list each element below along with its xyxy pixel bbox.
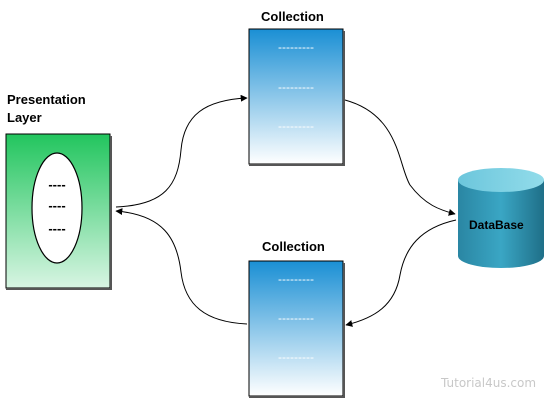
presentation-line-1: ----	[48, 177, 65, 192]
collection-bottom-line-3: ---------	[278, 350, 314, 364]
presentation-ellipse	[31, 152, 83, 264]
collection-box-bottom: --------- --------- ---------	[248, 260, 345, 398]
collection-bottom-line-1: ---------	[278, 272, 314, 286]
collection-top-line-3: ---------	[278, 119, 314, 133]
arrow-presentation-to-top-collection	[115, 94, 248, 208]
database-cylinder	[458, 168, 544, 268]
presentation-line-3: ----	[48, 221, 65, 236]
arrow-database-to-bottom-collection	[345, 219, 457, 327]
database-label: DataBase	[469, 218, 524, 232]
collection-top-line-2: ---------	[278, 80, 314, 94]
arrow-top-collection-to-database	[344, 99, 456, 216]
collection-bottom-line-2: ---------	[278, 311, 314, 325]
collection-bottom-title: Collection	[262, 239, 325, 254]
presentation-layer-title: Presentation Layer	[7, 91, 86, 127]
collection-box-top: --------- --------- ---------	[248, 28, 345, 166]
arrow-bottom-collection-to-presentation	[115, 208, 248, 325]
presentation-title-line-1: Presentation	[7, 92, 86, 107]
watermark: Tutorial4us.com	[441, 376, 537, 390]
presentation-title-line-2: Layer	[7, 110, 42, 125]
collection-top-line-1: ---------	[278, 40, 314, 54]
presentation-layer-box: ---- ---- ----	[5, 133, 112, 290]
presentation-line-2: ----	[48, 198, 65, 213]
collection-top-title: Collection	[261, 9, 324, 24]
